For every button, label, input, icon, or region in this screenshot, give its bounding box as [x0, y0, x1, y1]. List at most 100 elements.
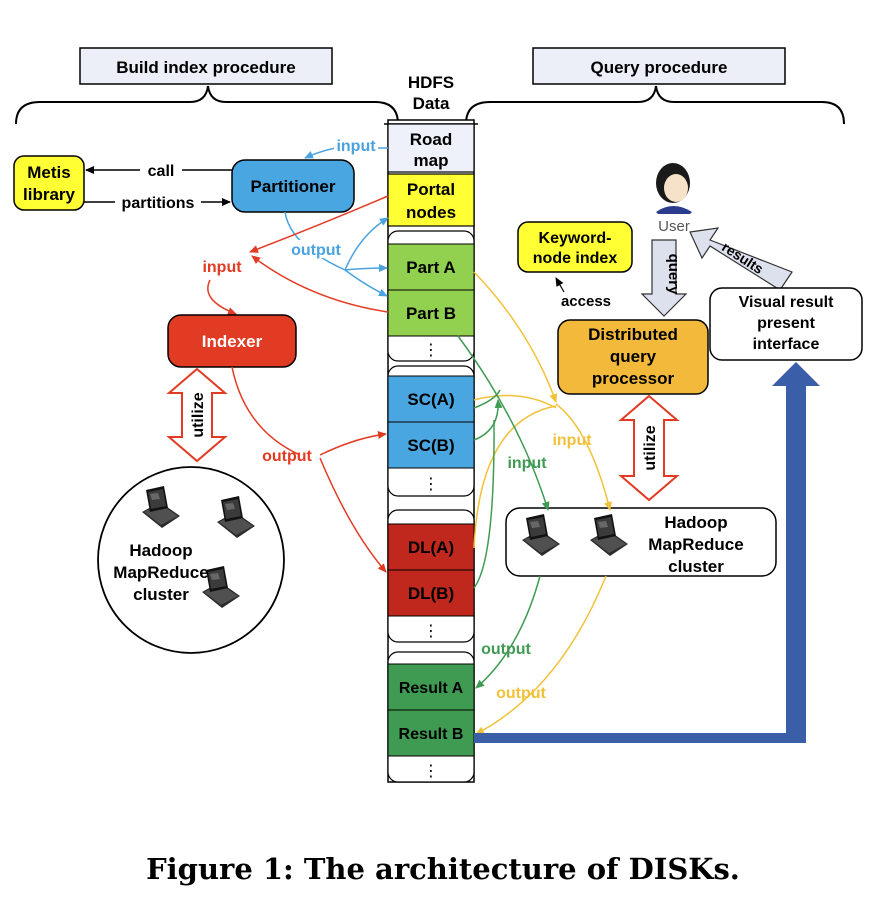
left-cluster-text-1: Hadoop — [129, 541, 192, 560]
distributed-query-processor-box — [557, 319, 709, 395]
sc-a-block — [387, 375, 475, 423]
green-input-from-partb — [457, 335, 550, 511]
build-procedure-header — [79, 47, 333, 85]
part-b-text: Part B — [406, 304, 456, 323]
yellow-output-arrow — [475, 575, 607, 735]
build-procedure-label: Build index procedure — [116, 58, 295, 77]
dqp-text-3: processor — [592, 369, 675, 388]
yellow-input-to-cluster — [555, 403, 612, 511]
results-label: results — [719, 239, 766, 278]
partitioner-box — [231, 159, 355, 213]
results-ellipsis: ⋮ — [423, 763, 439, 780]
blue-output-label: output — [291, 242, 341, 259]
left-utilize-label: utilize — [190, 392, 207, 437]
portal-nodes-text-1: Portal — [407, 180, 455, 199]
partitioner-text: Partitioner — [250, 177, 335, 196]
green-output-arrow — [475, 575, 541, 689]
result-b-text: Result B — [399, 726, 464, 743]
dqp-text-2: query — [610, 347, 657, 366]
right-cluster-text-1: Hadoop — [664, 513, 727, 532]
red-input-from-partb — [251, 255, 389, 313]
blue-output-arrow-parta — [344, 264, 388, 273]
yellow-input-from-sc — [473, 394, 557, 409]
query-procedure-label: Query procedure — [591, 58, 728, 77]
yellow-input-label: input — [552, 432, 592, 449]
right-cluster-text-3: cluster — [668, 557, 724, 576]
green-input-from-sca — [473, 389, 501, 409]
metis-library-box — [13, 155, 85, 211]
part-a-block — [387, 243, 475, 291]
user-label: User — [658, 218, 690, 235]
figure-caption: Figure 1: The architecture of DISKs. — [146, 852, 740, 886]
green-input-from-dlb — [473, 419, 495, 589]
blue-input-label: input — [336, 138, 376, 155]
green-input-from-scb — [473, 399, 503, 441]
access-label: access — [561, 293, 611, 310]
dl-a-block — [387, 523, 475, 571]
sc-ellipsis: ⋮ — [423, 476, 439, 493]
keyword-text-1: Keyword- — [539, 230, 612, 247]
query-arrow — [640, 239, 688, 317]
indexer-text: Indexer — [202, 332, 263, 351]
road-map-text-1: Road — [410, 130, 453, 149]
left-cluster-text-2: MapReduce — [113, 563, 208, 582]
visual-text-3: interface — [753, 336, 820, 353]
right-cluster-box — [505, 507, 777, 577]
green-output-label: output — [481, 641, 531, 658]
dl-b-text: DL(B) — [408, 584, 454, 603]
result-a-text: Result A — [399, 680, 464, 697]
visual-text-2: present — [757, 315, 815, 332]
portal-nodes-text-2: nodes — [406, 203, 456, 222]
part-a-text: Part A — [406, 258, 455, 277]
build-brace — [15, 85, 399, 125]
right-cluster-text-2: MapReduce — [648, 535, 743, 554]
metis-text-2: library — [23, 185, 76, 204]
left-cluster-circle — [97, 466, 285, 654]
red-output-label: output — [262, 448, 312, 465]
user-icon — [656, 163, 692, 214]
parts-ellipsis: ⋮ — [423, 342, 439, 359]
yellow-input-from-parta — [473, 271, 558, 403]
query-brace — [465, 85, 845, 125]
query-procedure-header — [532, 47, 786, 85]
part-b-block — [387, 289, 475, 337]
yellow-input-from-dla — [473, 405, 557, 549]
dqp-text-1: Distributed — [588, 325, 678, 344]
road-map-block — [387, 123, 475, 173]
right-utilize-arrow — [618, 394, 680, 502]
result-b-block — [387, 709, 475, 757]
red-input-from-portal — [249, 195, 389, 253]
yellow-output-label: output — [496, 685, 546, 702]
red-input-to-indexer — [207, 279, 237, 315]
dl-b-block — [387, 569, 475, 617]
red-input-label: input — [202, 259, 242, 276]
visual-result-box — [709, 287, 863, 361]
sc-a-text: SC(A) — [407, 390, 454, 409]
dl-ellipsis: ⋮ — [423, 623, 439, 640]
red-output-to-dl — [319, 457, 387, 573]
sc-b-text: SC(B) — [407, 436, 454, 455]
keyword-text-2: node index — [533, 250, 618, 267]
keyword-index-box — [517, 221, 633, 273]
portal-nodes-block — [387, 173, 475, 227]
access-arrow — [555, 277, 565, 293]
metis-text-1: Metis — [27, 163, 70, 182]
right-utilize-label: utilize — [642, 425, 659, 470]
call-label: call — [148, 163, 175, 180]
hdfs-data-label: Data — [413, 94, 450, 113]
green-input-label: input — [507, 455, 547, 472]
partitions-label: partitions — [122, 195, 195, 212]
red-output-to-sc — [319, 431, 387, 456]
red-output-line — [231, 366, 301, 456]
hdfs-label: HDFS — [408, 73, 454, 92]
blue-output-arrow-portal — [344, 217, 389, 271]
dl-a-text: DL(A) — [408, 538, 454, 557]
query-label: query — [665, 254, 682, 296]
road-map-text-2: map — [414, 151, 449, 170]
blue-output-arrow-partb — [344, 269, 388, 297]
left-utilize-arrow — [166, 367, 228, 463]
visual-text-1: Visual result — [739, 294, 835, 311]
sc-b-block — [387, 421, 475, 469]
left-cluster-text-3: cluster — [133, 585, 189, 604]
